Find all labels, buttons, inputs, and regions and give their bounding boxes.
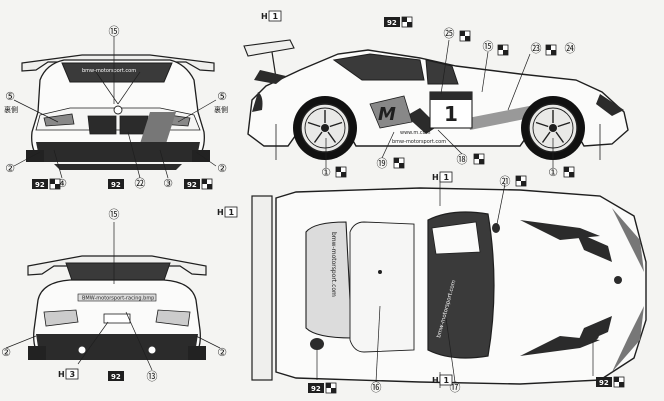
tag-92-text: 92 [599, 379, 609, 387]
front-view [21, 54, 215, 170]
h-number: 1 [444, 173, 450, 182]
leader-lines [5, 36, 594, 388]
decal-bmw-motorsport-side: bmw-motorsport.com [392, 139, 446, 145]
callout-25-side: ㉕ [444, 27, 455, 40]
decal-bmw-m-site: www.m.com [400, 130, 431, 136]
callout-23-side: ㉓ [531, 42, 542, 55]
checker-flag-icon [335, 166, 347, 178]
callout-15-rear: ⑮ [109, 208, 120, 221]
side-view [243, 39, 629, 160]
tag-92-text: 92 [311, 385, 321, 393]
top-view [251, 187, 647, 385]
callout-22-front: ㉒ [135, 177, 146, 190]
h-letter: H [261, 12, 268, 21]
checker-flag-icon [473, 153, 485, 165]
h-letter: H [432, 173, 439, 182]
tag-92-front-left: 92 [32, 179, 48, 189]
callout-24-side: ㉔ [565, 42, 576, 55]
checker-flag-icon [201, 178, 213, 190]
h-markers: H 1 H 1 H 1 H 1 H 3 [58, 10, 453, 386]
h-marker-top-lower: H 1 [432, 374, 453, 386]
tag-92-text: 92 [187, 181, 197, 189]
decal-bmw-m-side: M [378, 104, 396, 125]
rear-view [27, 255, 207, 360]
h-number: 1 [273, 12, 279, 21]
tag-92-front-right: 92 [184, 179, 200, 189]
callout-2-rear-right: ② [217, 346, 227, 359]
h-number: 1 [444, 376, 450, 385]
checker-flag-icon [515, 175, 527, 187]
callout-4-front: ④ [57, 177, 67, 190]
callout-5-front-right: ⑤ [217, 90, 227, 103]
checker-flag-icon [393, 157, 405, 169]
callout-2-front-left: ② [5, 162, 15, 175]
checker-flag-icon [401, 16, 413, 28]
callout-13-rear: ⑬ [147, 370, 158, 383]
callout-15-side: ⑮ [483, 40, 494, 53]
decal-race-number: 1 [444, 102, 458, 126]
callout-2-front-right: ② [217, 162, 227, 175]
callout-1-side-rear: ① [321, 166, 331, 179]
h-marker-side: H 1 [261, 10, 282, 22]
note-underside-right: 裏側 [214, 105, 228, 114]
tag-92-rear: 92 [108, 371, 124, 381]
tag-92-side: 92 [384, 17, 400, 27]
callout-21-top: ㉑ [500, 175, 511, 188]
h-number: 1 [229, 208, 235, 217]
callout-1-side-front: ① [548, 166, 558, 179]
callout-3-front: ③ [163, 177, 173, 190]
note-underside-left: 裏側 [4, 105, 18, 114]
checker-flag-icon [49, 178, 61, 190]
h-marker-rear: H 3 [58, 368, 79, 380]
tag-92-text: 92 [111, 373, 121, 381]
callout-labels: ⑮ ⑤ ⑤ ② ② ④ ㉒ ③ ⑮ ② ② ⑬ ㉕ ⑮ ㉓ ㉔ ⑲ ⑱ ① ① … [1, 25, 575, 394]
checker-flag-icon [545, 44, 557, 56]
callout-15-front: ⑮ [109, 25, 120, 38]
callout-17-top: ⑰ [450, 381, 461, 394]
callout-2-rear-left: ② [1, 346, 11, 359]
checker-flag-icon [613, 376, 625, 388]
callout-18-side: ⑱ [457, 153, 468, 166]
checker-flag-icon [563, 166, 575, 178]
decal-bmw-motorsport-front: bmw-motorsport.com [82, 68, 136, 74]
tag-92-front-center: 92 [108, 179, 124, 189]
h-letter: H [432, 376, 439, 385]
callout-5-front-left: ⑤ [5, 90, 15, 103]
decal-text: bmw-motorsport.com M 1 www.m.com bmw-mot… [82, 68, 458, 339]
decal-rear-banner: BMW-motorsport-racing.bmp [82, 296, 154, 302]
tag-92-text: 92 [387, 19, 397, 27]
checker-flag-icon [325, 382, 337, 394]
h-marker-top-upper: H 1 [432, 171, 453, 183]
checker-flag-icon [459, 30, 471, 42]
tag-92-top-right: 92 [596, 377, 612, 387]
callout-19-side: ⑲ [377, 157, 388, 170]
h-letter: H [58, 370, 65, 379]
tag-92-text: 92 [111, 181, 121, 189]
part-92-tags: 92 92 92 92 92 92 92 [32, 17, 612, 393]
h-marker-top-left: H 1 [217, 206, 238, 218]
h-number: 3 [70, 370, 76, 379]
decal-bmw-motorsport-top: bmw-motorsport.com [330, 232, 337, 297]
h-letter: H [217, 208, 224, 217]
tag-92-text: 92 [35, 181, 45, 189]
checker-flag-icon [497, 44, 509, 56]
callout-16-top: ⑯ [371, 381, 382, 394]
tag-92-top-left: 92 [308, 383, 324, 393]
side-notes: 裏側 裏側 [4, 105, 228, 114]
